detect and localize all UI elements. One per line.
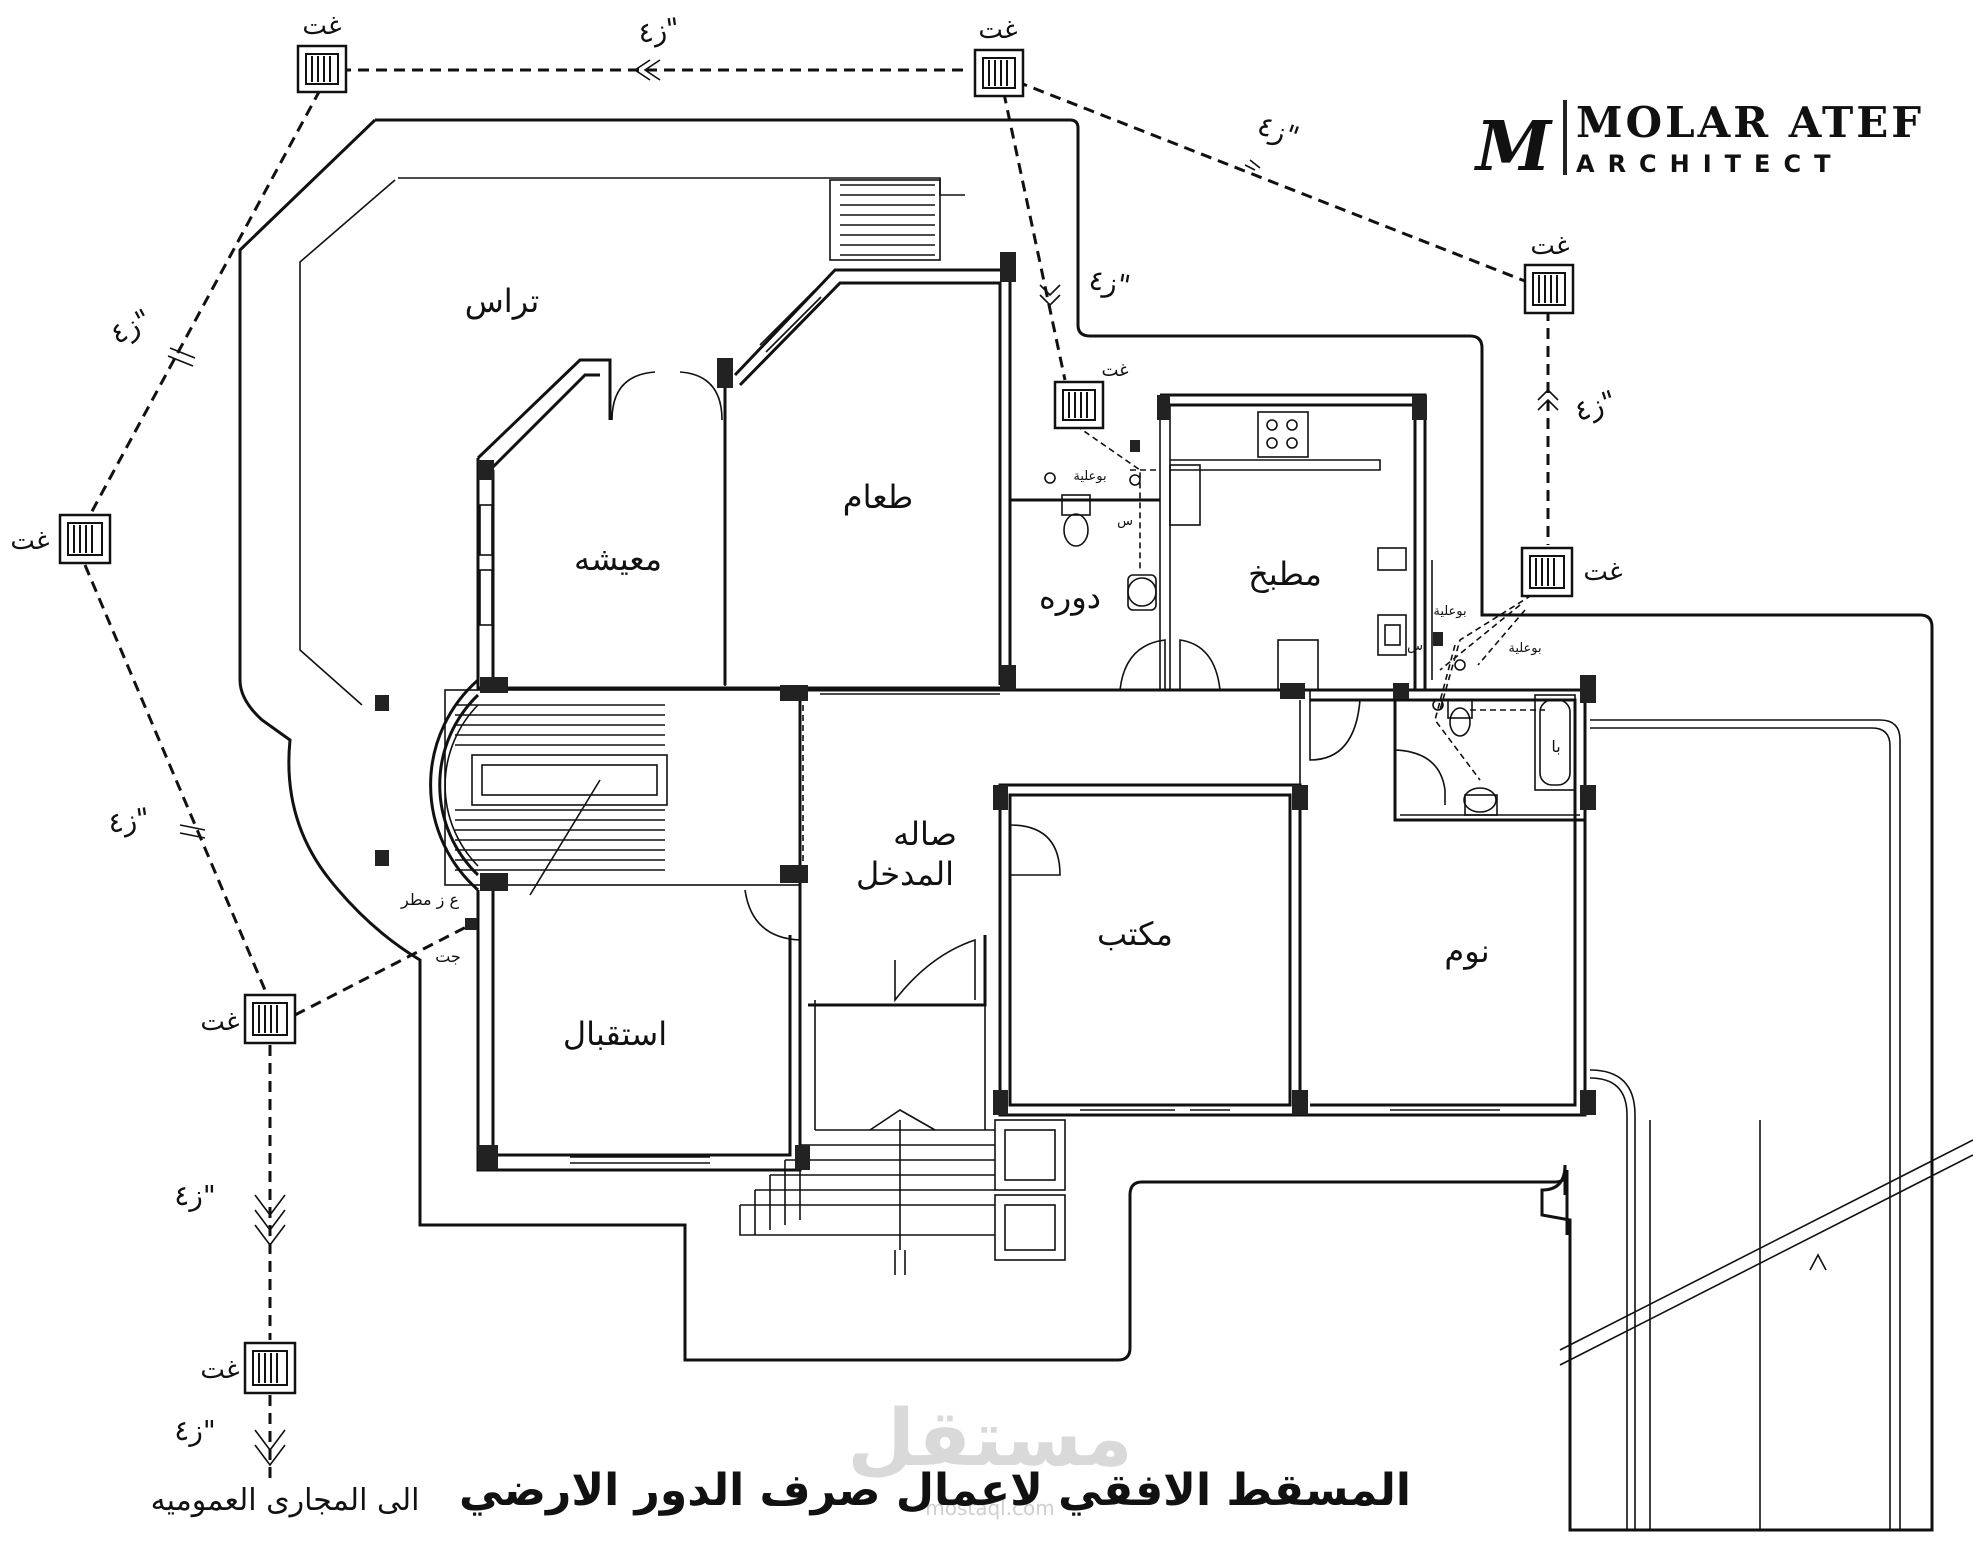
room-bedroom: نوم — [1444, 932, 1489, 970]
gully-label: جت — [435, 947, 461, 966]
floor-drain-label-1: بوعلية — [1073, 469, 1106, 484]
bath-label: با — [1551, 737, 1560, 756]
manhole-7 — [243, 993, 297, 1045]
manhole-label-5: غت — [1101, 360, 1128, 381]
floor-drain-label-2: بوعلية — [1433, 604, 1466, 619]
drain-pipes — [83, 68, 1550, 1480]
watermark-main: مستقل — [847, 1394, 1132, 1484]
room-wc: دوره — [1039, 578, 1101, 616]
pipe-top-right — [999, 73, 1536, 287]
manhole-3 — [1523, 263, 1575, 315]
fixture-labels: ع ز مطر جت با بوعلية بوعلية بوعلية س س — [400, 440, 1561, 966]
pipe-left-lower — [83, 564, 267, 991]
pipe-label-left-lower: ز٤" — [106, 801, 152, 839]
manhole-label-8: غت — [200, 1355, 239, 1385]
manhole-1 — [296, 44, 348, 94]
manhole-2 — [973, 48, 1025, 98]
room-kitchen: مطبخ — [1248, 555, 1322, 593]
pipe-wc-branch — [998, 74, 1067, 381]
rain-pipe-label: ع ز مطر — [400, 890, 459, 910]
pipe-label-right: ز٤" — [1570, 384, 1620, 428]
structural-columns — [375, 252, 1596, 1170]
brand-subtitle: ARCHITECT — [1576, 150, 1843, 178]
watermark-sub: mostaql.com — [925, 1496, 1055, 1520]
pipe-label-top-right: ز٤" — [1253, 108, 1303, 153]
drawing-title: المسقط الافقي لاعمال صرف الدور الارضي — [459, 1465, 1411, 1516]
manhole-label-2: غت — [978, 15, 1017, 45]
brand-name: MOLAR ATEF — [1576, 98, 1924, 147]
manhole-label-6: غت — [10, 526, 49, 556]
pipe-label-wc-branch: ز٤" — [1086, 263, 1133, 303]
room-office: مكتب — [1097, 915, 1173, 953]
brand-logo: M MOLAR ATEF ARCHITECT — [1474, 98, 1924, 187]
manhole-label-1: غت — [302, 11, 341, 41]
room-entrance-hall-1: صاله — [893, 815, 957, 853]
watermark: مستقل mostaql.com — [847, 1394, 1132, 1520]
manhole-label-7: غت — [200, 1007, 239, 1037]
pipe-rain-branch — [294, 923, 471, 1017]
outlet-note: الى المجارى العموميه — [151, 1483, 420, 1518]
manhole-8 — [243, 1341, 297, 1395]
manhole-label-3: غت — [1530, 231, 1569, 261]
pipe-label-top: ز٤" — [636, 11, 682, 49]
vent-label-2: س — [1407, 639, 1423, 654]
manhole-5 — [1053, 380, 1105, 430]
pipe-label-outlet: ز٤" — [174, 1179, 215, 1212]
pipe-left-upper — [88, 89, 322, 516]
room-reception: استقبال — [563, 1015, 667, 1053]
brand-monogram: M — [1474, 107, 1554, 187]
manhole-label-4: غت — [1583, 557, 1622, 587]
vent-label-1: س — [1117, 514, 1133, 529]
manhole-4 — [1520, 546, 1574, 598]
room-dining: طعام — [843, 478, 913, 516]
flow-arrows — [167, 59, 1559, 1467]
room-living: معيشه — [574, 540, 662, 578]
manhole-labels: غت غت غت غت غت غت غت غت — [10, 11, 1622, 1385]
floor-drain-label-3: بوعلية — [1508, 641, 1541, 656]
room-entrance-hall-2: المدخل — [856, 855, 954, 893]
room-terrace: تراس — [465, 282, 540, 320]
pipe-labels: ز٤" ز٤" ز٤" ز٤" ز٤" ز٤" ز٤" ز٤" — [104, 11, 1619, 1447]
pipe-label-sewer: ز٤" — [174, 1414, 215, 1447]
manhole-6 — [58, 513, 112, 565]
pipe-label-left-upper: ز٤" — [104, 302, 156, 351]
room-labels: تراس طعام معيشه دوره مطبخ صاله المدخل مك… — [465, 282, 1490, 1053]
site-outline — [238, 118, 1973, 1532]
manholes — [58, 44, 1575, 1395]
